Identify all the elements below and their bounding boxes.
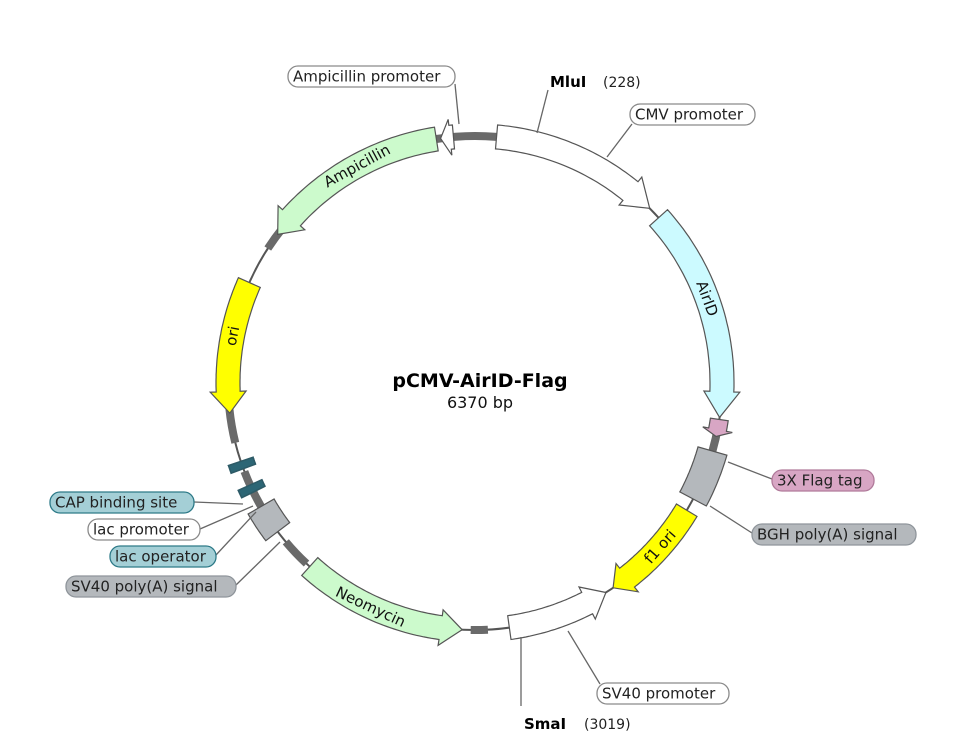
callout-sv40_polya[interactable]: SV40 poly(A) signal: [65, 575, 237, 598]
callout-flag-box: [771, 469, 875, 492]
feature-cmv_promoter[interactable]: [494, 124, 651, 209]
callout-sv40_polya-text: SV40 poly(A) signal: [71, 578, 217, 596]
feature-ori-shape: [208, 276, 262, 415]
plasmid-name: pCMV-AirID-Flag: [392, 370, 567, 392]
feature-cmv_promoter-shape: [494, 124, 651, 209]
feature-bgh[interactable]: [678, 446, 728, 507]
feature-airid[interactable]: AirID: [648, 208, 742, 419]
feature-cap_site[interactable]: [227, 456, 257, 475]
feature-f1ori[interactable]: f1 ori: [612, 503, 698, 593]
feature-amp_promoter[interactable]: [439, 119, 456, 156]
feature-sv40_promoter[interactable]: [507, 586, 607, 641]
callout-amp_promoter-text: Ampicillin promoter: [293, 68, 441, 86]
backbone-segment: [435, 131, 497, 143]
callout-amp_promoter-leader: [454, 83, 460, 125]
callout-sv40_polya-leader: [235, 541, 281, 586]
callout-cmv_promoter-leader: [606, 123, 633, 158]
feature-f1ori-shape: [612, 503, 698, 593]
feature-lac_operator-shape: [237, 478, 266, 499]
site-smai[interactable]: SmaI (3019): [520, 637, 631, 733]
callout-bgh[interactable]: BGH poly(A) signal: [751, 523, 917, 546]
callout-cap_site[interactable]: CAP binding site: [49, 491, 195, 514]
feature-airid-shape: [648, 208, 742, 419]
feature-ampicillin[interactable]: Ampicillin: [277, 126, 439, 236]
callout-lac_operator-leader: [215, 511, 257, 556]
feature-bgh-shape: [678, 446, 728, 507]
callout-cap_site-box: [49, 491, 195, 514]
site-smai-name: SmaI: [524, 715, 566, 733]
callout-sv40_promoter-text: SV40 promoter: [602, 685, 716, 703]
callout-bgh-text: BGH poly(A) signal: [757, 526, 898, 544]
callout-cmv_promoter[interactable]: CMV promoter: [629, 103, 756, 126]
callout-lac_promoter[interactable]: lac promoter: [87, 518, 201, 541]
site-mlui-leader: [536, 89, 549, 134]
feature-lac_operator[interactable]: [237, 478, 266, 499]
callout-sv40_promoter-leader: [567, 630, 601, 685]
callout-cap_site-leader: [193, 501, 244, 505]
feature-ori[interactable]: ori: [208, 276, 262, 415]
site-smai-position: (3019): [584, 717, 631, 733]
callout-sv40_promoter-box: [596, 682, 730, 705]
callout-flag[interactable]: 3X Flag tag: [771, 469, 875, 492]
callout-lac_operator-text: lac operator: [115, 548, 207, 566]
callout-lac_promoter-text: lac promoter: [93, 521, 190, 539]
feature-amp_promoter-shape: [439, 119, 456, 156]
backbone-segment: [225, 408, 240, 444]
callout-lac_operator-box: [109, 545, 217, 568]
feature-ori-label: ori: [222, 325, 243, 348]
feature-ampicillin-shape: [277, 126, 439, 236]
callout-lac_operator[interactable]: lac operator: [109, 545, 217, 568]
callout-bgh-leader: [709, 505, 753, 534]
feature-sv40_promoter-shape: [507, 586, 607, 641]
feature-flag-shape: [702, 417, 733, 438]
feature-flag[interactable]: [702, 417, 733, 438]
callout-bgh-box: [751, 523, 917, 546]
feature-sv40_polya-shape: [247, 498, 291, 542]
callout-lac_promoter-leader: [199, 505, 254, 530]
site-mlui-name: MluI: [550, 73, 586, 91]
backbone-segment: [282, 539, 310, 567]
callout-amp_promoter[interactable]: Ampicillin promoter: [287, 65, 456, 88]
feature-neomycin-shape: [300, 556, 464, 647]
plasmid-size: 6370 bp: [447, 393, 513, 412]
callout-sv40_polya-box: [65, 575, 237, 598]
feature-neomycin[interactable]: Neomycin: [300, 556, 464, 647]
callout-flag-text: 3X Flag tag: [777, 472, 862, 490]
feature-cap_site-shape: [227, 456, 257, 475]
callout-amp_promoter-box: [287, 65, 456, 88]
callout-cmv_promoter-box: [629, 103, 756, 126]
site-mlui[interactable]: MluI (228): [536, 73, 641, 134]
callout-cap_site-text: CAP binding site: [55, 494, 177, 512]
callout-flag-leader: [727, 461, 773, 480]
callout-sv40_promoter[interactable]: SV40 promoter: [596, 682, 730, 705]
site-mlui-position: (228): [603, 75, 641, 91]
callout-lac_promoter-box: [87, 518, 201, 541]
feature-sv40_polya[interactable]: [247, 498, 291, 542]
callout-cmv_promoter-text: CMV promoter: [635, 106, 744, 124]
